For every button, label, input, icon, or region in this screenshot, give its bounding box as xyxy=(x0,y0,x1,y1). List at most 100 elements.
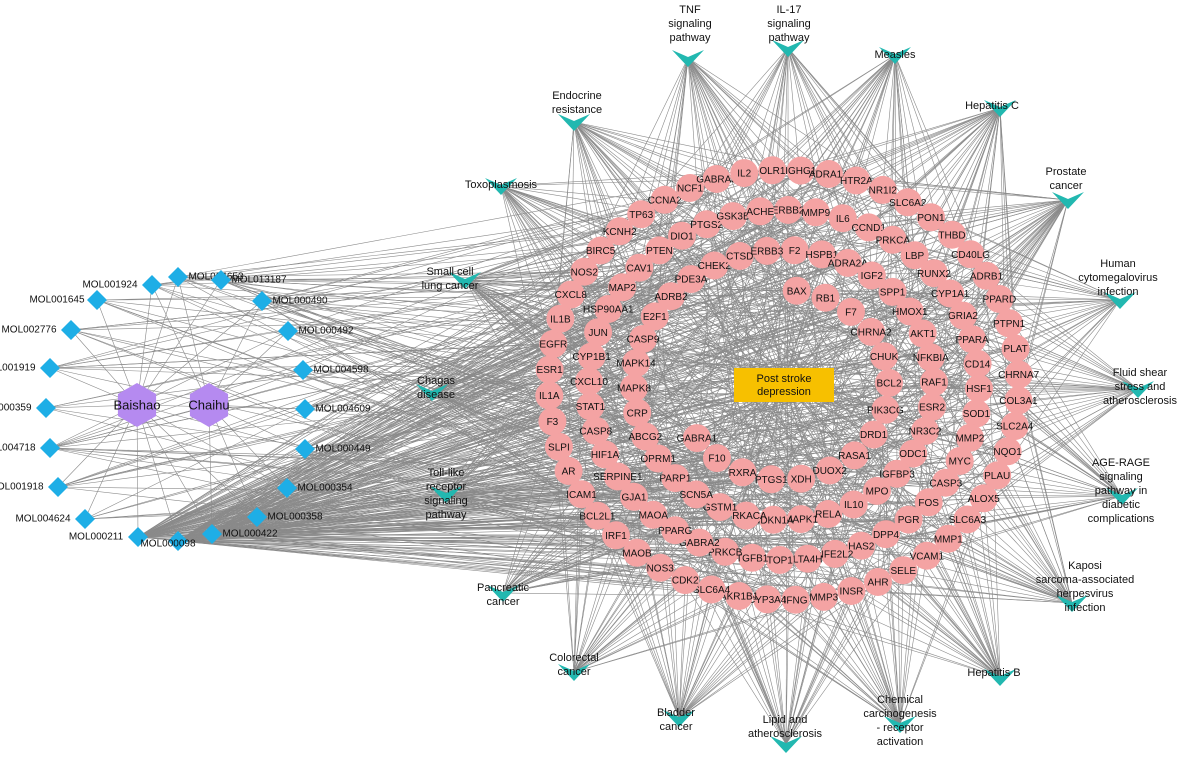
gene-node[interactable]: DIO1 xyxy=(668,221,696,250)
gene-node[interactable]: HMOX1 xyxy=(892,297,928,326)
gene-node[interactable]: CASP9 xyxy=(627,325,660,353)
gene-node[interactable]: PLAT xyxy=(1001,334,1030,363)
molecule-node[interactable]: MOL001924 xyxy=(82,275,162,295)
gene-node[interactable]: TGFB1 xyxy=(736,543,769,572)
gene-node[interactable]: ERBB3 xyxy=(751,236,784,265)
gene-node[interactable]: JUN xyxy=(584,318,613,347)
gene-node[interactable]: MAOA xyxy=(639,500,669,529)
gene-node[interactable]: PDE3A xyxy=(675,265,708,294)
gene-node[interactable]: HSF1 xyxy=(965,374,993,403)
molecule-node[interactable]: MOL000449 xyxy=(295,439,371,459)
gene-node[interactable]: CHUK xyxy=(870,342,899,371)
gene-node[interactable]: AHR xyxy=(864,568,892,596)
gene-node[interactable]: SLPI xyxy=(544,432,573,461)
gene-node[interactable]: CD14 xyxy=(963,349,992,378)
molecule-node[interactable]: MOL004718 xyxy=(0,438,60,458)
gene-node[interactable]: F10 xyxy=(703,444,731,473)
gene-node[interactable]: NFKBIA xyxy=(913,343,949,372)
gene-node[interactable]: SLC6A2 xyxy=(889,188,927,217)
molecule-node[interactable]: MOL001919 xyxy=(0,358,60,378)
gene-node[interactable]: GSTM1 xyxy=(703,493,738,522)
gene-node[interactable]: PTGS1 xyxy=(755,465,788,494)
gene-node[interactable]: PRKACA xyxy=(726,501,767,530)
gene-node[interactable]: PTGS2 xyxy=(690,210,724,239)
gene-node[interactable]: IL2 xyxy=(730,159,759,188)
gene-node[interactable]: CDK2 xyxy=(671,566,700,595)
gene-node[interactable]: DUOX2 xyxy=(812,456,847,485)
gene-node[interactable]: ERBB2 xyxy=(772,196,805,224)
gene-node[interactable]: IGHG1 xyxy=(785,156,817,185)
gene-node[interactable]: IL6 xyxy=(828,204,857,233)
gene-node[interactable]: SPP1 xyxy=(878,277,907,306)
gene-node[interactable]: MMP9 xyxy=(801,198,831,227)
molecule-node[interactable]: MOL013187 xyxy=(211,270,287,290)
gene-node[interactable]: PTPN1 xyxy=(993,309,1026,338)
gene-node[interactable]: CXCL10 xyxy=(570,367,608,396)
molecule-node[interactable]: MOL000422 xyxy=(202,524,278,544)
gene-node[interactable]: ADRB2 xyxy=(654,282,688,311)
pathway-node[interactable]: Hepatitis B xyxy=(967,667,1021,686)
gene-node[interactable]: CRP xyxy=(623,398,652,427)
gene-node[interactable]: CYP1A1 xyxy=(931,279,970,308)
gene-node[interactable]: MPO xyxy=(863,476,891,505)
gene-node[interactable]: PTEN xyxy=(645,236,674,265)
gene-node[interactable]: CCND1 xyxy=(851,213,886,242)
gene-node[interactable]: MAOB xyxy=(622,538,652,567)
molecule-node[interactable]: MOL004624 xyxy=(15,509,95,529)
gene-node[interactable]: MYC xyxy=(945,447,974,475)
gene-node[interactable]: ADRB1 xyxy=(970,261,1004,290)
gene-node[interactable]: F2 xyxy=(780,236,809,265)
gene-node[interactable]: HAS2 xyxy=(847,531,876,560)
gene-node[interactable]: DRD1 xyxy=(859,420,888,449)
gene-node[interactable]: ESR1 xyxy=(535,355,564,384)
molecule-node[interactable]: MOL000098 xyxy=(140,531,196,551)
gene-node[interactable]: HTR2A xyxy=(840,166,873,195)
gene-node[interactable]: IRF1 xyxy=(602,521,630,550)
molecule-node[interactable]: MOL000358 xyxy=(247,507,323,527)
gene-node[interactable]: IL1A xyxy=(535,381,564,410)
gene-node[interactable]: PON1 xyxy=(917,203,945,232)
gene-node[interactable]: IGF2 xyxy=(857,261,886,290)
gene-node[interactable]: NR1I2 xyxy=(869,175,898,204)
gene-node[interactable]: MAPK14 xyxy=(616,349,656,378)
gene-node[interactable]: MMP1 xyxy=(934,524,963,553)
gene-node[interactable]: CD40LG xyxy=(951,240,990,269)
gene-node[interactable]: COL3A1 xyxy=(999,386,1038,415)
molecule-node[interactable]: MOL000211 xyxy=(69,527,148,547)
gene-node[interactable]: LBP xyxy=(900,241,929,270)
gene-node[interactable]: ADRA2A xyxy=(828,248,868,277)
gene-node[interactable]: F7 xyxy=(837,297,865,326)
gene-node[interactable]: RB1 xyxy=(811,283,840,312)
gene-node[interactable]: ALOX5 xyxy=(968,484,1001,513)
gene-node[interactable]: CHEK2 xyxy=(698,251,732,280)
gene-node[interactable]: SOD1 xyxy=(962,399,990,428)
gene-node[interactable]: BAX xyxy=(782,276,811,305)
gene-node[interactable]: CHRNA7 xyxy=(998,360,1040,389)
gene-node[interactable]: ICAM1 xyxy=(566,480,597,509)
gene-node[interactable]: NCF1 xyxy=(676,174,704,202)
gene-node[interactable]: GSK3B xyxy=(716,202,750,231)
gene-node[interactable]: NOS3 xyxy=(646,553,674,582)
gene-node[interactable]: CASP3 xyxy=(929,468,963,497)
molecule-node[interactable]: MOL004598 xyxy=(293,360,369,380)
gene-node[interactable]: PRKCA xyxy=(876,225,911,254)
gene-node[interactable]: PRKCB xyxy=(708,537,743,566)
gene-node[interactable]: RASA1 xyxy=(838,441,871,470)
gene-node[interactable]: GRIA2 xyxy=(948,301,978,330)
gene-node[interactable]: ACHE xyxy=(746,197,775,226)
gene-node[interactable]: LTA4H xyxy=(793,544,823,573)
gene-node[interactable]: SLC6A4 xyxy=(693,575,731,604)
gene-node[interactable]: BIRC5 xyxy=(586,236,616,265)
gene-node[interactable]: PPARG xyxy=(658,516,693,545)
gene-node[interactable]: RELA xyxy=(814,500,843,528)
gene-node[interactable]: CYP3A4 xyxy=(748,585,787,614)
gene-node[interactable]: ODC1 xyxy=(899,439,928,468)
